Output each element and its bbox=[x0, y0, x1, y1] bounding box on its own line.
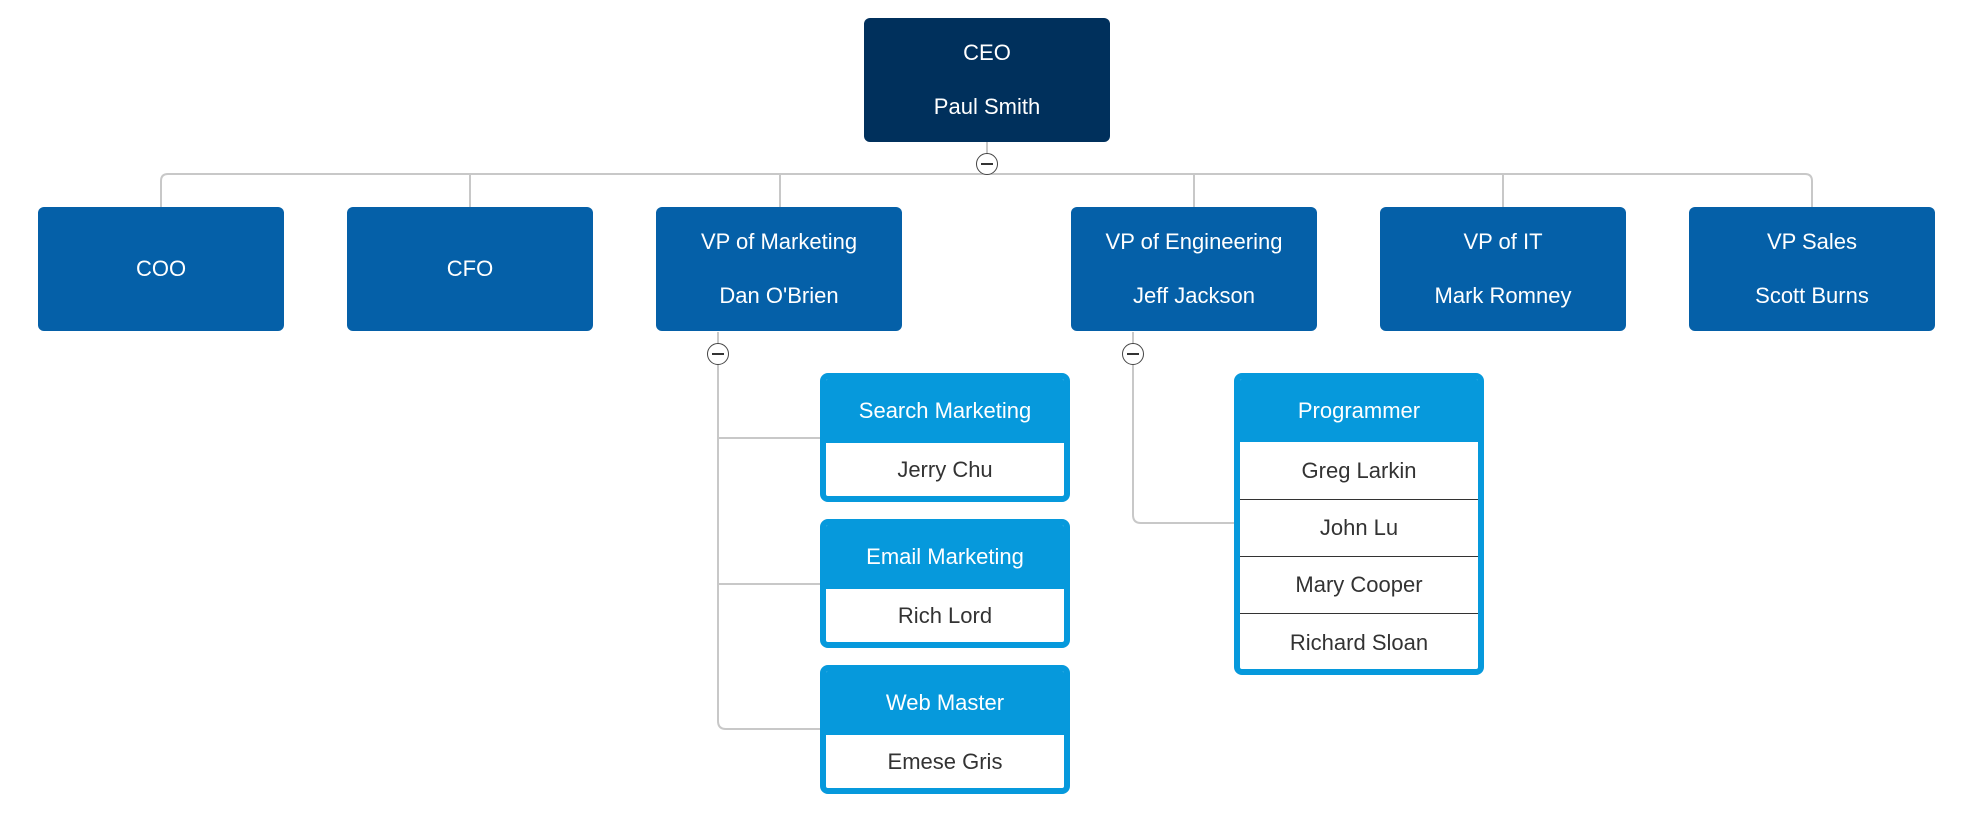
card-member: Jerry Chu bbox=[897, 456, 993, 482]
org-card-web-master[interactable]: Web Master Emese Gris bbox=[820, 665, 1070, 794]
card-role: Programmer bbox=[1240, 379, 1478, 442]
card-role: Email Marketing bbox=[826, 525, 1064, 589]
collapse-minus-icon[interactable] bbox=[707, 343, 729, 365]
card-member: Richard Sloan bbox=[1240, 613, 1478, 669]
connector-engineering-children bbox=[1132, 365, 1234, 524]
org-node-cfo[interactable]: CFO bbox=[347, 207, 593, 331]
collapse-minus-icon[interactable] bbox=[976, 153, 998, 175]
org-node-ceo[interactable]: CEO Paul Smith bbox=[864, 18, 1110, 142]
card-role: Web Master bbox=[826, 671, 1064, 735]
connector-vp-bus bbox=[160, 173, 1813, 207]
node-name: Scott Burns bbox=[1755, 283, 1869, 308]
card-member: John Lu bbox=[1240, 499, 1478, 556]
node-name: Jeff Jackson bbox=[1133, 283, 1255, 308]
card-member: Rich Lord bbox=[897, 602, 993, 628]
org-node-vp-engineering[interactable]: VP of Engineering Jeff Jackson bbox=[1071, 207, 1317, 331]
node-title: COO bbox=[135, 256, 187, 281]
collapse-minus-icon[interactable] bbox=[1122, 343, 1144, 365]
org-node-vp-marketing[interactable]: VP of Marketing Dan O'Brien bbox=[656, 207, 902, 331]
node-name: Paul Smith bbox=[933, 94, 1041, 119]
connector-marketing-children bbox=[717, 365, 820, 730]
node-title: VP of IT bbox=[1463, 229, 1543, 254]
card-member: Emese Gris bbox=[887, 748, 1003, 774]
node-title: VP of Engineering bbox=[1105, 229, 1283, 254]
card-member: Mary Cooper bbox=[1240, 556, 1478, 613]
org-node-coo[interactable]: COO bbox=[38, 207, 284, 331]
org-card-programmer[interactable]: Programmer Greg Larkin John Lu Mary Coop… bbox=[1234, 373, 1484, 675]
org-node-vp-it[interactable]: VP of IT Mark Romney bbox=[1380, 207, 1626, 331]
card-role: Search Marketing bbox=[826, 379, 1064, 443]
node-title: VP Sales bbox=[1766, 229, 1858, 254]
node-name: Dan O'Brien bbox=[719, 283, 839, 308]
node-title: VP of Marketing bbox=[700, 229, 858, 254]
node-title: CEO bbox=[963, 40, 1011, 65]
node-name: Mark Romney bbox=[1434, 283, 1572, 308]
org-card-search-marketing[interactable]: Search Marketing Jerry Chu bbox=[820, 373, 1070, 502]
node-title: CFO bbox=[446, 256, 494, 281]
card-member: Greg Larkin bbox=[1301, 457, 1417, 483]
org-node-vp-sales[interactable]: VP Sales Scott Burns bbox=[1689, 207, 1935, 331]
org-card-email-marketing[interactable]: Email Marketing Rich Lord bbox=[820, 519, 1070, 648]
